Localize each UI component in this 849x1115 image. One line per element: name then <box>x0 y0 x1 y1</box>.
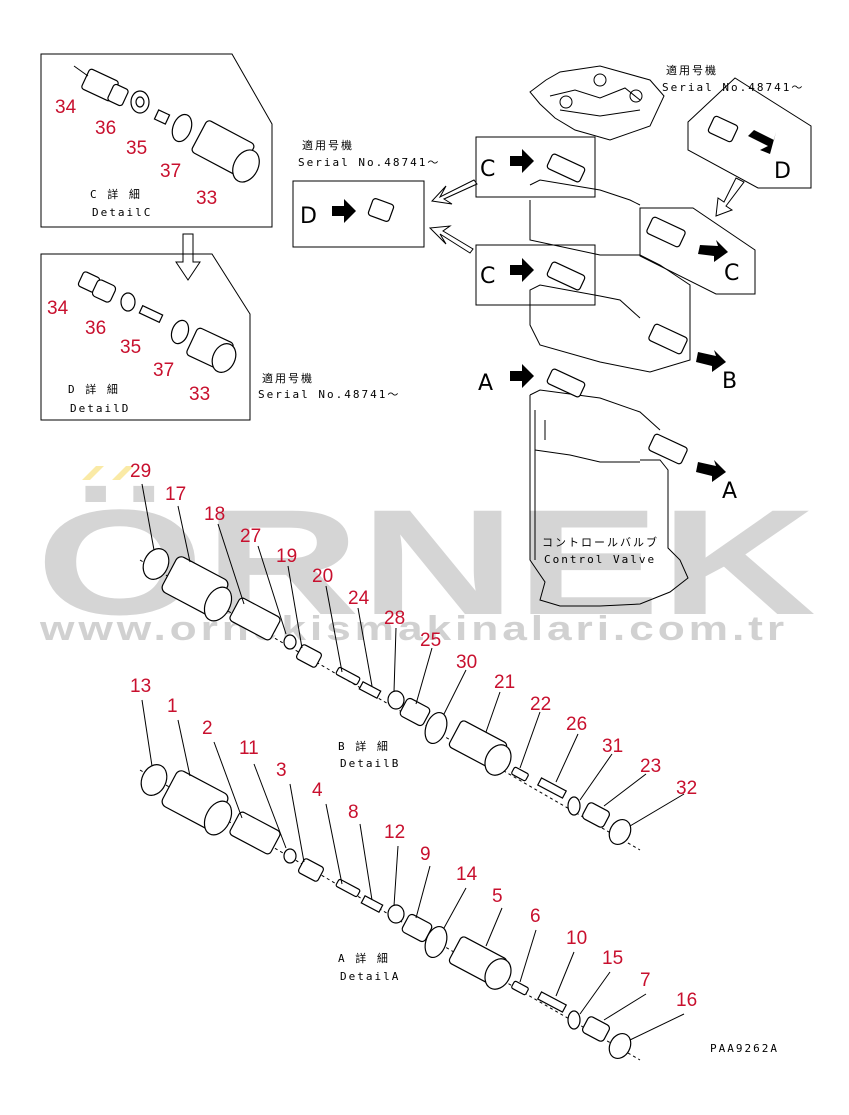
callout-7: 7 <box>640 970 651 991</box>
callout-19: 19 <box>276 546 297 567</box>
view-c-box-right: C <box>639 207 756 295</box>
detail-a-assembly <box>139 764 641 1061</box>
callout-31: 31 <box>602 736 623 757</box>
serial-note-2: Serial No.48741～ <box>662 81 804 94</box>
letter-d: D <box>774 159 791 184</box>
outline-arrow-icon <box>715 177 745 217</box>
arrow-a2-icon <box>696 460 726 482</box>
detail-b-assembly <box>139 548 641 851</box>
detail-d-label-jp: D 詳 細 <box>68 382 120 396</box>
callout-16: 16 <box>676 990 697 1011</box>
letter-c: C <box>724 261 739 286</box>
view-c-box-bottom: C <box>475 244 596 306</box>
callout-28: 28 <box>384 608 405 629</box>
callout-24: 24 <box>348 588 370 609</box>
view-d-box-right: D <box>687 77 812 189</box>
detail-c-panel: 34 36 35 37 33 C 詳 細 DetailC <box>40 53 273 228</box>
callout-25: 25 <box>420 630 441 651</box>
callout-23: 23 <box>640 756 661 777</box>
letter-a: A <box>478 371 493 396</box>
part-37-oring <box>171 113 193 143</box>
callout-22: 22 <box>530 694 551 715</box>
callout-27: 27 <box>240 526 261 547</box>
part-34-valve <box>73 65 129 107</box>
serial-note-3: Serial No.48741～ <box>258 388 400 401</box>
callout-13: 13 <box>130 676 151 697</box>
view-c-box-top: C <box>475 136 596 198</box>
callout-26: 26 <box>566 714 587 735</box>
detail-b-leaders <box>141 483 685 827</box>
detail-b-label-jp: B 詳 細 <box>338 739 390 753</box>
detail-a-label-jp: A 詳 細 <box>338 951 390 965</box>
callout-21: 21 <box>494 672 515 693</box>
serial-note-2-jp: 適用号機 <box>666 63 718 77</box>
part-35-spring <box>153 109 171 125</box>
callout-34-d: 34 <box>47 298 69 319</box>
callout-30: 30 <box>456 652 477 673</box>
letter-d: D <box>300 204 317 229</box>
outline-arrow-icon <box>430 179 478 205</box>
callout-12: 12 <box>384 822 405 843</box>
arrow-a-icon <box>510 364 534 388</box>
detail-d-panel: 34 36 35 37 33 D 詳 細 DetailD <box>40 253 251 421</box>
callout-36-d: 36 <box>85 318 106 339</box>
serial-note-1-jp: 適用号機 <box>302 138 354 152</box>
callout-3: 3 <box>276 760 287 781</box>
callout-1: 1 <box>167 696 178 717</box>
detail-a-leaders <box>141 699 685 1041</box>
control-valve-label-jp: コントロールバルブ <box>542 535 659 549</box>
callout-37: 37 <box>160 161 181 182</box>
part-34-valve-d <box>77 271 117 303</box>
callout-10: 10 <box>566 928 587 949</box>
detail-c-label-jp: C 詳 細 <box>90 187 142 201</box>
down-arrow-icon <box>175 233 201 281</box>
callout-29: 29 <box>130 461 151 482</box>
detail-a-label-en: DetailA <box>340 970 400 983</box>
callout-17: 17 <box>165 484 186 505</box>
callout-35-d: 35 <box>120 337 141 358</box>
callout-5: 5 <box>492 886 503 907</box>
callout-35: 35 <box>126 138 147 159</box>
callout-2: 2 <box>202 718 213 739</box>
callout-15: 15 <box>602 948 623 969</box>
callout-11: 11 <box>239 738 259 759</box>
serial-note-3-jp: 適用号機 <box>262 371 314 385</box>
callout-33-d: 33 <box>189 384 210 405</box>
callout-14: 14 <box>456 864 478 885</box>
view-d-box: D <box>292 180 425 248</box>
callout-37-d: 37 <box>153 360 174 381</box>
watermark-url: www.ornekismakinalari.com.tr <box>39 610 788 648</box>
callout-34: 34 <box>55 97 77 118</box>
arrow-right-icon <box>332 199 356 223</box>
callout-32: 32 <box>676 778 697 799</box>
arrow-icon <box>748 130 776 154</box>
control-valve-body <box>529 65 691 607</box>
letter-b: B <box>722 369 737 394</box>
part-33-plug-d <box>186 327 237 373</box>
outline-arrow-icon <box>428 225 474 254</box>
callout-9: 9 <box>420 844 431 865</box>
part-33-plug <box>191 120 260 183</box>
letter-c: C <box>480 157 495 182</box>
detail-b-label-en: DetailB <box>340 757 400 770</box>
detail-c-label-en: DetailC <box>92 206 152 219</box>
callout-6: 6 <box>530 906 541 927</box>
callout-8: 8 <box>348 802 359 823</box>
control-valve-label-en: Control Valve <box>544 553 656 566</box>
arrow-b-icon <box>696 350 726 372</box>
serial-note-1: Serial No.48741～ <box>298 156 440 169</box>
callout-4: 4 <box>312 780 323 801</box>
letter-a-2: A <box>722 479 737 504</box>
detail-d-label-en: DetailD <box>70 402 130 415</box>
callout-33: 33 <box>196 188 217 209</box>
drawing-code: PAA9262A <box>710 1042 779 1055</box>
callout-18: 18 <box>204 504 225 525</box>
callout-36: 36 <box>95 118 116 139</box>
callout-20: 20 <box>312 566 333 587</box>
letter-c: C <box>480 264 495 289</box>
port-plugs <box>546 323 688 465</box>
